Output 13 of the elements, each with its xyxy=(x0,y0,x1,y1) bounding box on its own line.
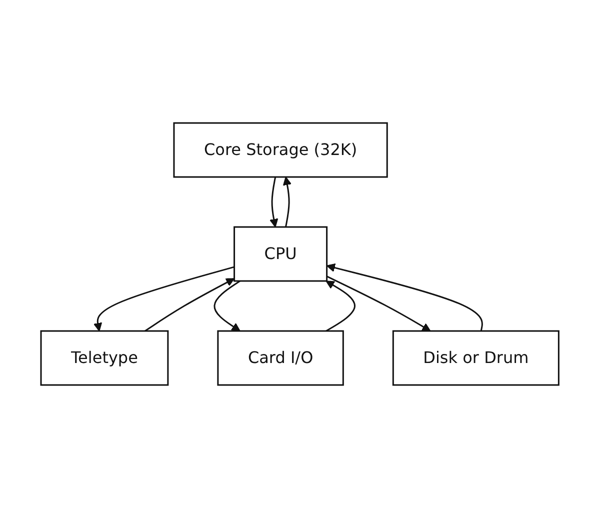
node-box: Card I/O xyxy=(217,330,344,386)
arrow xyxy=(326,263,484,332)
arrow xyxy=(326,276,431,332)
node-box: CPU xyxy=(234,226,328,282)
node-box: Teletype xyxy=(40,330,169,386)
arrow xyxy=(270,176,278,228)
arrow xyxy=(283,176,292,228)
arrow xyxy=(326,280,356,332)
node-box: Disk or Drum xyxy=(392,330,560,386)
node-box: Core Storage (32K) xyxy=(173,122,388,178)
arrow xyxy=(214,280,241,332)
arrow xyxy=(94,266,235,332)
arrow xyxy=(144,278,235,332)
